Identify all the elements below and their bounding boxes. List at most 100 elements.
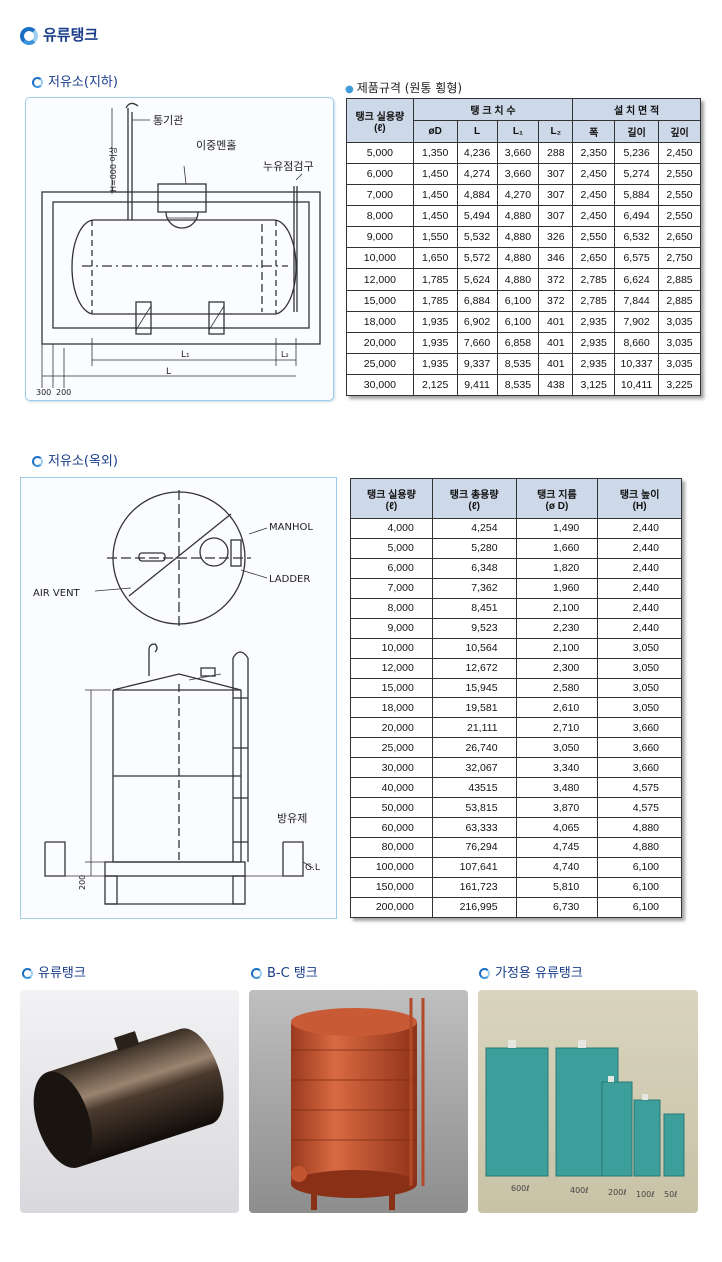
spec2-header-unit: (H) [632, 500, 647, 512]
table-cell: 12,000 [346, 268, 414, 291]
spec2-header-label: 탱크 총용량 [449, 489, 499, 501]
table-cell: 6,100 [597, 876, 682, 898]
table-cell: 1,450 [412, 163, 458, 186]
table-cell: 1,650 [412, 247, 458, 270]
table-cell: 3,050 [597, 697, 682, 719]
table-cell: 5,274 [614, 163, 660, 186]
table-cell: 15,000 [346, 289, 414, 312]
spec2-header-label: 탱크 높이 [619, 489, 660, 501]
page-title-text: 유류탱크 [43, 26, 99, 44]
product-title-bc-tank: B-C 탱크 [251, 962, 318, 981]
table-cell: 2,440 [597, 537, 682, 559]
table-cell: 4,880 [597, 817, 682, 838]
spec1-subheader: 깊이 [658, 120, 701, 143]
table-cell: 5,532 [456, 226, 498, 249]
table-cell: 9,337 [456, 352, 498, 375]
table-cell: 2,440 [597, 557, 682, 579]
table-cell: 4,000 [350, 518, 433, 539]
table-cell: 4,884 [456, 184, 498, 207]
spec1-subheader: L₂ [538, 120, 574, 143]
table-cell: 4,740 [515, 856, 599, 878]
table-cell: 2,935 [572, 331, 616, 354]
table-cell: 307 [538, 205, 574, 228]
spec1-subheader: 길이 [614, 120, 660, 143]
manhole-label: 이중멘홀 [196, 139, 236, 152]
spec2-header: 탱크 실용량(ℓ) [350, 478, 433, 519]
table-cell: 30,000 [346, 373, 414, 397]
product-image-oil-tank [20, 990, 239, 1213]
table-cell: 6,348 [431, 557, 517, 579]
table-cell: 2,550 [658, 205, 701, 228]
table-cell: 1,550 [412, 226, 458, 249]
swirl-bullet-icon [479, 968, 490, 979]
table-cell: 63,333 [431, 817, 517, 838]
dim-200-label: 200 [78, 875, 87, 890]
spec1-header-area: 설 치 면 적 [572, 98, 701, 121]
table-cell: 438 [538, 373, 574, 397]
table-cell: 3,870 [515, 797, 599, 819]
table-cell: 1,785 [412, 268, 458, 291]
table-cell: 20,000 [346, 331, 414, 354]
spec1-header-dims: 탱 크 치 수 [412, 98, 574, 121]
table-cell: 9,000 [346, 226, 414, 249]
table-cell: 5,280 [431, 537, 517, 559]
table-cell: 6,100 [597, 896, 682, 919]
swirl-bullet-icon [20, 26, 38, 45]
table-cell: 5,236 [614, 141, 660, 165]
swirl-bullet-icon [22, 968, 33, 979]
section-title-text: 저유소(옥외) [48, 454, 118, 469]
table-cell: 1,490 [515, 518, 599, 539]
table-cell: 2,440 [597, 617, 682, 639]
section-title-text: 저유소(지하) [48, 75, 118, 90]
spec2-table: 탱크 실용량(ℓ)탱크 총용량(ℓ)탱크 지름(ø D)탱크 높이(H) 4,0… [350, 478, 682, 919]
table-cell: 3,480 [515, 777, 599, 799]
table-cell: 2,580 [515, 677, 599, 699]
spec2-header-unit: (ℓ) [468, 500, 480, 512]
table-cell: 5,000 [346, 141, 414, 165]
table-cell: 2,650 [658, 226, 701, 249]
table-cell: 326 [538, 226, 574, 249]
table-cell: 18,000 [350, 697, 433, 719]
spec2-table-wrap: 탱크 실용량(ℓ)탱크 총용량(ℓ)탱크 지름(ø D)탱크 높이(H) 4,0… [350, 478, 682, 919]
table-cell: 4,254 [431, 518, 517, 539]
table-cell: 20,000 [350, 717, 433, 739]
table-cell: 4,880 [496, 247, 540, 270]
table-cell: 43515 [431, 777, 517, 799]
table-cell: 5,884 [614, 184, 660, 207]
table-cell: 10,411 [614, 373, 660, 397]
table-cell: 5,494 [456, 205, 498, 228]
table-cell: 3,035 [658, 331, 701, 354]
home-tanks-image: 600ℓ 400ℓ 200ℓ 100ℓ 50ℓ [485, 1040, 685, 1199]
table-cell: 2,440 [597, 597, 682, 619]
table-cell: 6,100 [496, 310, 540, 333]
spec2-header: 탱크 총용량(ℓ) [431, 478, 517, 519]
table-cell: 1,960 [515, 577, 599, 599]
table-cell: 6,000 [346, 163, 414, 186]
table-cell: 4,065 [515, 817, 599, 838]
table-cell: 4,575 [597, 777, 682, 799]
table-cell: 1,820 [515, 557, 599, 579]
table-cell: 3,035 [658, 310, 701, 333]
table-cell: 372 [538, 289, 574, 312]
table-cell: 8,535 [496, 352, 540, 375]
ladder-label: LADDER [269, 574, 310, 585]
table-cell: 12,672 [431, 657, 517, 679]
table-cell: 2,710 [515, 717, 599, 739]
